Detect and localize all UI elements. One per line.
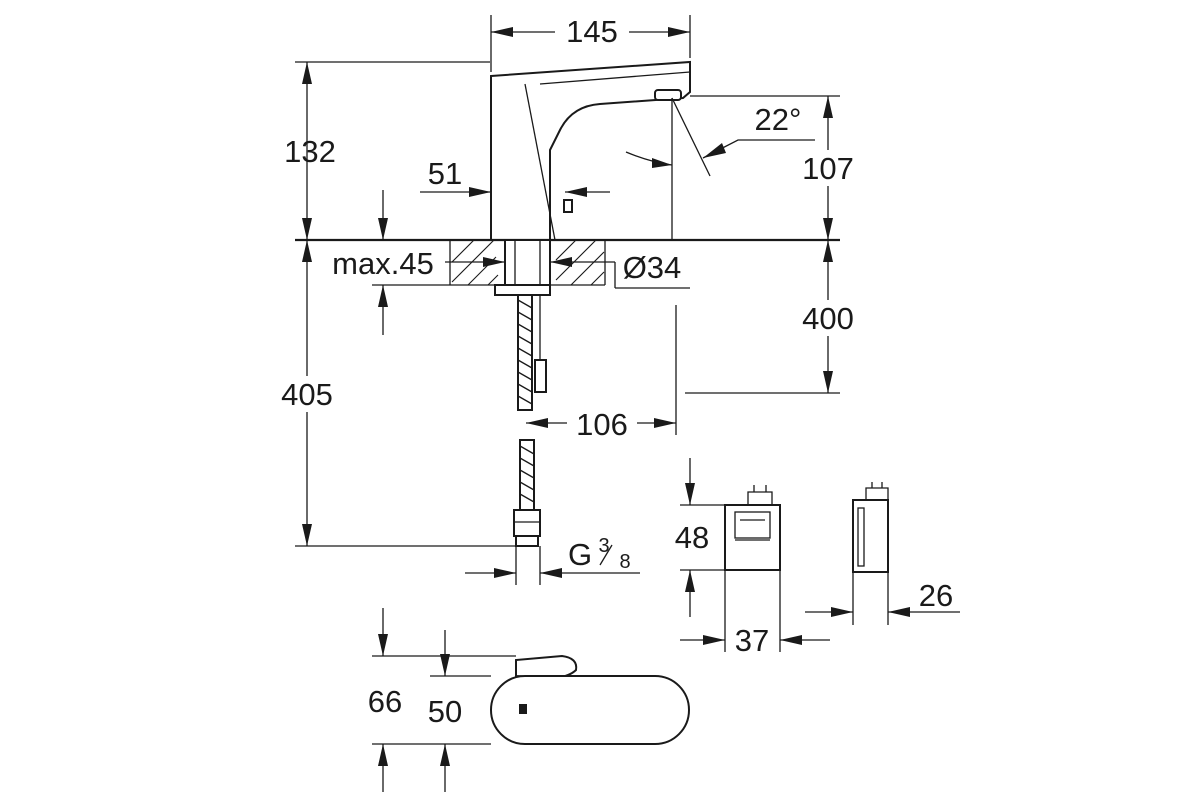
dim-132-label: 132 <box>284 134 336 169</box>
dim-400 <box>685 240 860 394</box>
faucet-base-top <box>490 675 690 745</box>
supply-hose <box>513 294 547 547</box>
dim-51-label: 51 <box>428 156 462 191</box>
cable-connector <box>534 359 547 393</box>
dim-22-label: 22° <box>755 102 802 137</box>
dim-145 <box>490 14 691 72</box>
mounting-shank <box>504 239 551 289</box>
spout-top <box>515 654 578 680</box>
dim-37-label: 37 <box>735 623 769 658</box>
hose-fitting <box>513 509 541 537</box>
dim-106 <box>526 305 677 442</box>
dim-26 <box>805 572 960 625</box>
dim-max45-label: max.45 <box>332 246 434 281</box>
dim-48 <box>680 458 725 617</box>
dim-132 <box>295 61 490 240</box>
dim-107 <box>690 95 860 240</box>
dim-107-label: 107 <box>802 151 854 186</box>
dim-max45 <box>372 190 505 335</box>
dim-thread-g: G <box>568 537 592 572</box>
faucet-spout-body <box>490 60 691 241</box>
faucet-top-view <box>490 654 690 745</box>
dim-thread-numerator: 3 <box>598 535 609 557</box>
dim-diameter-34 <box>550 257 690 289</box>
dim-50-label: 50 <box>428 694 462 729</box>
dim-145-label: 145 <box>566 14 618 49</box>
dim-405-label: 405 <box>281 377 333 412</box>
dim-37 <box>680 570 830 652</box>
dim-50 <box>430 630 491 792</box>
hatching <box>451 239 605 286</box>
dim-22-angle <box>625 97 815 240</box>
dim-66-label: 66 <box>368 684 402 719</box>
control-box-side <box>852 482 889 573</box>
dim-26-label: 26 <box>919 578 953 613</box>
dim-106-label: 106 <box>576 407 628 442</box>
aerator <box>654 89 682 101</box>
countertop-section <box>295 238 840 296</box>
dim-48-label: 48 <box>675 520 709 555</box>
dim-405 <box>274 240 516 547</box>
sensor-window <box>563 199 573 213</box>
control-box-front <box>724 485 781 571</box>
dim-400-label: 400 <box>802 301 854 336</box>
faucet-side-view <box>490 60 691 241</box>
dim-51 <box>420 187 610 197</box>
dim-diameter-34-label: Ø34 <box>623 250 682 285</box>
dim-thread-denominator: 8 <box>619 551 630 573</box>
control-box-side-body <box>852 499 889 573</box>
dim-thread <box>465 544 640 585</box>
